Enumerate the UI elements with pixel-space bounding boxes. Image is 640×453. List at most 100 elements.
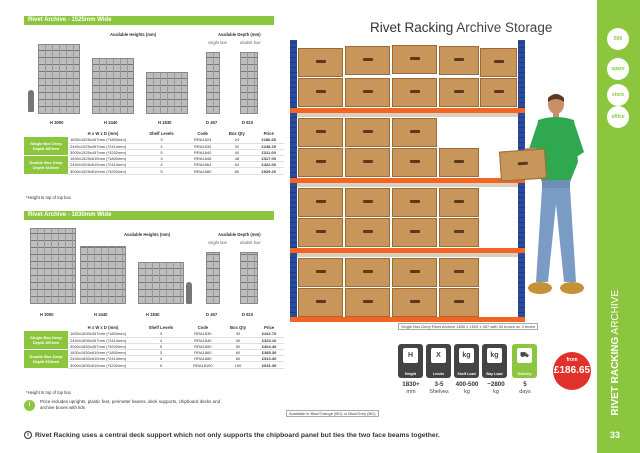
archive-box — [392, 288, 437, 317]
person-figure — [28, 90, 34, 112]
cell-qty: 100 — [221, 361, 255, 369]
cell-levels: 5 — [138, 149, 186, 157]
rack-label-2440: H 2440 — [94, 312, 108, 317]
rack-beam — [290, 108, 525, 113]
cell-qty: 80 — [221, 355, 255, 363]
table-row: Double Box Deep Depth 610mm 1830x1830x61… — [24, 349, 284, 369]
section1-single-box: single box — [208, 40, 227, 45]
info-icon: i — [24, 400, 35, 411]
cell-price: £385.30 — [254, 349, 284, 357]
section1-note: *Height to top of top box — [26, 195, 71, 200]
archive-box — [345, 78, 390, 107]
badge-500-icon: 500 — [607, 28, 629, 50]
archive-box-held — [499, 148, 547, 182]
group-label: Single Box Deep Depth 457mm — [24, 137, 68, 157]
page-number: 33 — [610, 430, 621, 440]
truck-icon: ⛟ — [517, 348, 532, 363]
feature-unit-shelf-load: kg — [464, 389, 470, 395]
cell-qty: 40 — [221, 337, 255, 344]
archive-box — [298, 48, 343, 77]
section1-header: Rivet Archive - 1525mm Wide — [24, 16, 274, 25]
cell-qty: 40 — [220, 149, 254, 157]
price-from: from — [566, 357, 578, 363]
cell-code: RRA1880 — [183, 355, 222, 363]
delivery-icon: ⛟Delivery — [512, 344, 537, 378]
cell-qty: 24 — [220, 137, 254, 144]
feature-unit-delivery: days — [519, 389, 531, 395]
rack-deck — [297, 253, 518, 257]
rack-caption: Single Box Deep Rivet Archive 1830 x 152… — [398, 323, 539, 330]
cell-hwd: 1830x1830x457mm (*1800mm) — [68, 331, 138, 338]
cell-hwd: 1830x1525x457mm (*1800mm) — [68, 137, 138, 144]
table-row: Single Box Deep Depth 457mm 1830x1830x45… — [24, 331, 284, 351]
archive-box — [345, 188, 390, 217]
height-icon: H Height — [398, 344, 423, 378]
cell-code: RRA1824 — [185, 137, 221, 144]
archive-box — [392, 258, 437, 287]
section2-header: Rivet Archive - 1830mm Wide — [24, 211, 274, 220]
cell-qty: 48 — [220, 155, 254, 163]
rack-drawing-d457 — [206, 52, 220, 114]
col-code: Code — [197, 325, 209, 330]
rack-label-2440: H 2440 — [104, 120, 118, 125]
cell-hwd: 2440x1525x610mm (*2414mm) — [68, 161, 138, 169]
archive-box — [345, 148, 390, 177]
title-bold: Rivet Racking — [370, 20, 454, 35]
bay-load-glyph: kg — [487, 348, 502, 363]
cell-levels: 5 — [138, 361, 184, 369]
section2-depth-label: Available Depth (mm) — [218, 232, 261, 237]
feature-value-levels: 3-5 — [434, 381, 444, 388]
cell-hwd: 2440x1830x610mm (*2414mm) — [68, 355, 138, 363]
cell-levels: 5 — [138, 343, 184, 351]
depth-label-457: D 457 — [206, 312, 218, 317]
levels-glyph: X — [431, 348, 446, 363]
feature-unit-height: mm — [406, 389, 416, 395]
archive-box — [345, 118, 390, 147]
archive-box — [392, 78, 437, 107]
cell-price: £311.00 — [253, 149, 284, 157]
table-row: 3000x1525x610mm (*3202mm) 5 RRA1880 80 £… — [24, 167, 284, 175]
rack-drawing-d610 — [240, 252, 258, 304]
rack-deck — [297, 183, 518, 187]
cell-price: £404.40 — [254, 343, 284, 351]
badge-store-icon: store — [607, 84, 629, 106]
cell-price: £248.25 — [253, 143, 284, 150]
cell-levels: 3 — [138, 155, 186, 163]
archive-box — [345, 218, 390, 247]
group-label: Single Box Deep Depth 457mm — [24, 331, 68, 351]
person-illustration — [524, 94, 584, 294]
depth-label-457: D 457 — [206, 120, 218, 125]
section2-single-box: single box — [208, 240, 227, 245]
height-glyph: H — [403, 348, 418, 363]
archive-box — [439, 188, 479, 217]
archive-box — [392, 188, 437, 217]
archive-box — [439, 258, 479, 287]
archive-box — [439, 218, 479, 247]
archive-box — [392, 118, 437, 147]
cell-levels: 3 — [138, 331, 184, 338]
rack-drawing-2440 — [80, 246, 126, 304]
table-row: 3000x1830x457mm (*3202mm) 5 RRA1850 50 £… — [24, 343, 284, 351]
feature-label: Height — [404, 372, 417, 376]
price-amount: £186.65 — [553, 365, 591, 376]
rack-drawing-2440 — [92, 58, 134, 114]
section2-note: *Height to top of top box — [26, 390, 71, 395]
cell-price: £323.10 — [254, 337, 284, 344]
cell-price: £513.30 — [254, 355, 284, 363]
cell-code: RRA1860 — [183, 349, 222, 357]
rack-beam — [290, 317, 525, 322]
archive-box — [298, 218, 343, 247]
archive-box — [392, 148, 437, 177]
price-badge: from £186.65 — [553, 352, 591, 390]
table-row: 2440x1830x610mm (*2414mm) 4 RRA1880 80 £… — [24, 355, 284, 363]
depth-label-610: D 610 — [242, 120, 254, 125]
feature-label: Shelf Load — [457, 372, 476, 376]
archive-rack-illustration — [290, 40, 525, 322]
table-row: Double Box Deep Depth 610mm 1830x1525x61… — [24, 155, 284, 175]
cell-code: RRA1850 — [183, 343, 222, 351]
col-levels: Shelf Levels — [148, 325, 174, 330]
cell-hwd: 2440x1525x457mm (*2414mm) — [68, 143, 138, 150]
archive-box — [298, 148, 343, 177]
section1-depth-label: Available Depth (mm) — [218, 32, 261, 37]
